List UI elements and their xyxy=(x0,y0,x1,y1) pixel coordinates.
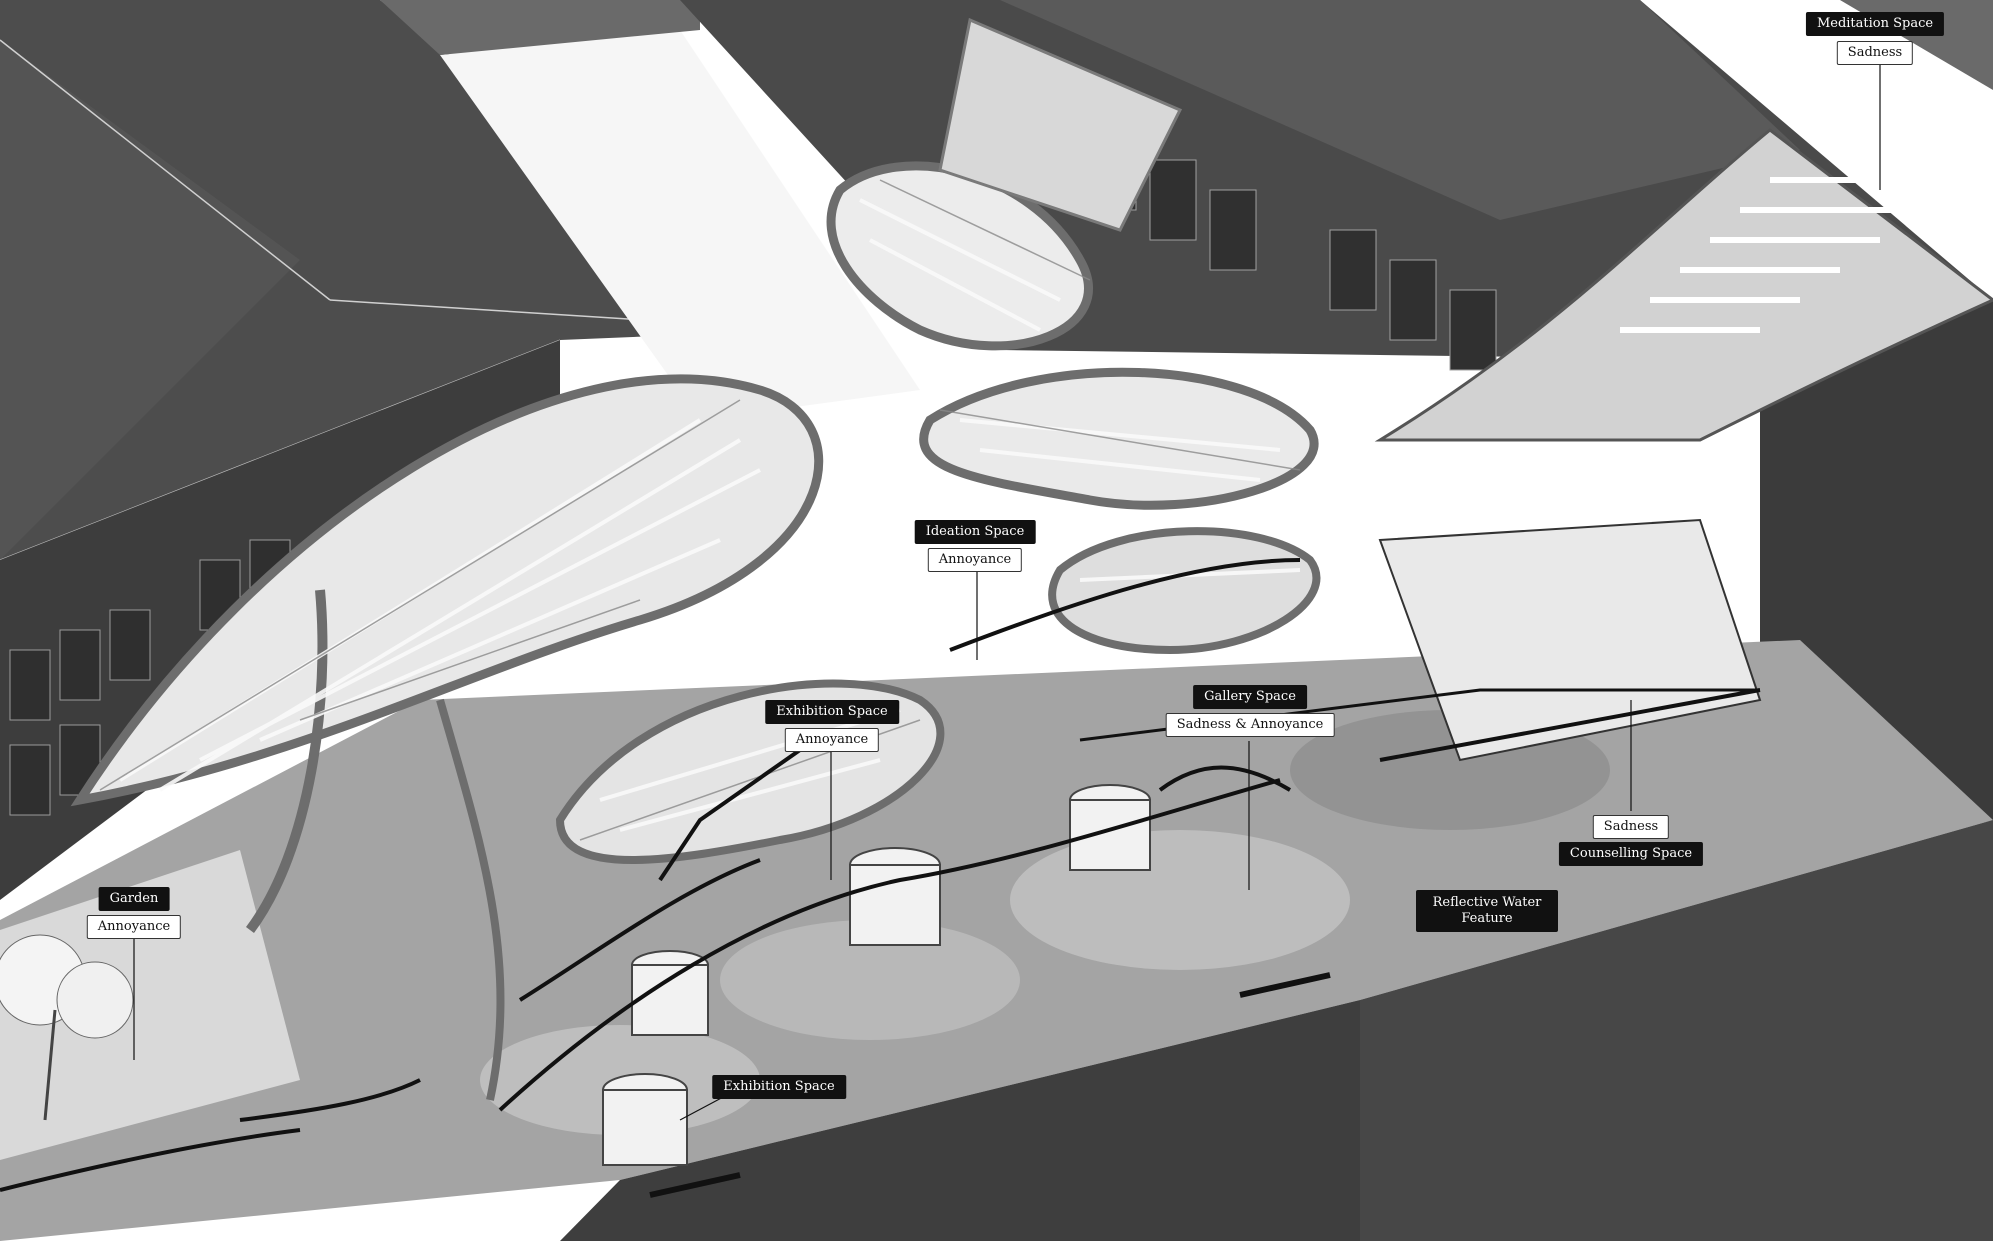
ideation-space-label: Ideation Space xyxy=(914,520,1036,544)
meditation-emotion-label: Sadness xyxy=(1836,41,1914,65)
exhibition-space-lower-label: Exhibition Space xyxy=(712,1075,846,1099)
counselling-space-label: Counselling Space xyxy=(1558,842,1704,866)
gallery-emotion-label: Sadness & Annoyance xyxy=(1165,713,1335,737)
stair xyxy=(1374,128,1993,442)
pavilions xyxy=(602,784,1151,1166)
cables xyxy=(0,558,1331,1198)
garden-area xyxy=(0,850,300,1160)
counselling-emotion-label: Sadness xyxy=(1592,815,1670,839)
garden-label: Garden xyxy=(98,887,170,911)
exhibition-space-upper-label: Exhibition Space xyxy=(765,700,899,724)
reflective-water-feature-label: Reflective Water Feature xyxy=(1416,890,1558,932)
ground-plane xyxy=(0,640,1993,1241)
ribbon-structure xyxy=(70,17,1321,1101)
leader-lines xyxy=(133,64,1881,1121)
ideation-emotion-label: Annoyance xyxy=(927,548,1023,572)
garden-emotion-label: Annoyance xyxy=(86,915,182,939)
meditation-space-label: Meditation Space xyxy=(1805,12,1945,36)
gallery-space-label: Gallery Space xyxy=(1193,685,1307,709)
exhibition-emotion-label: Annoyance xyxy=(784,728,880,752)
counselling-platform xyxy=(1079,518,1762,762)
